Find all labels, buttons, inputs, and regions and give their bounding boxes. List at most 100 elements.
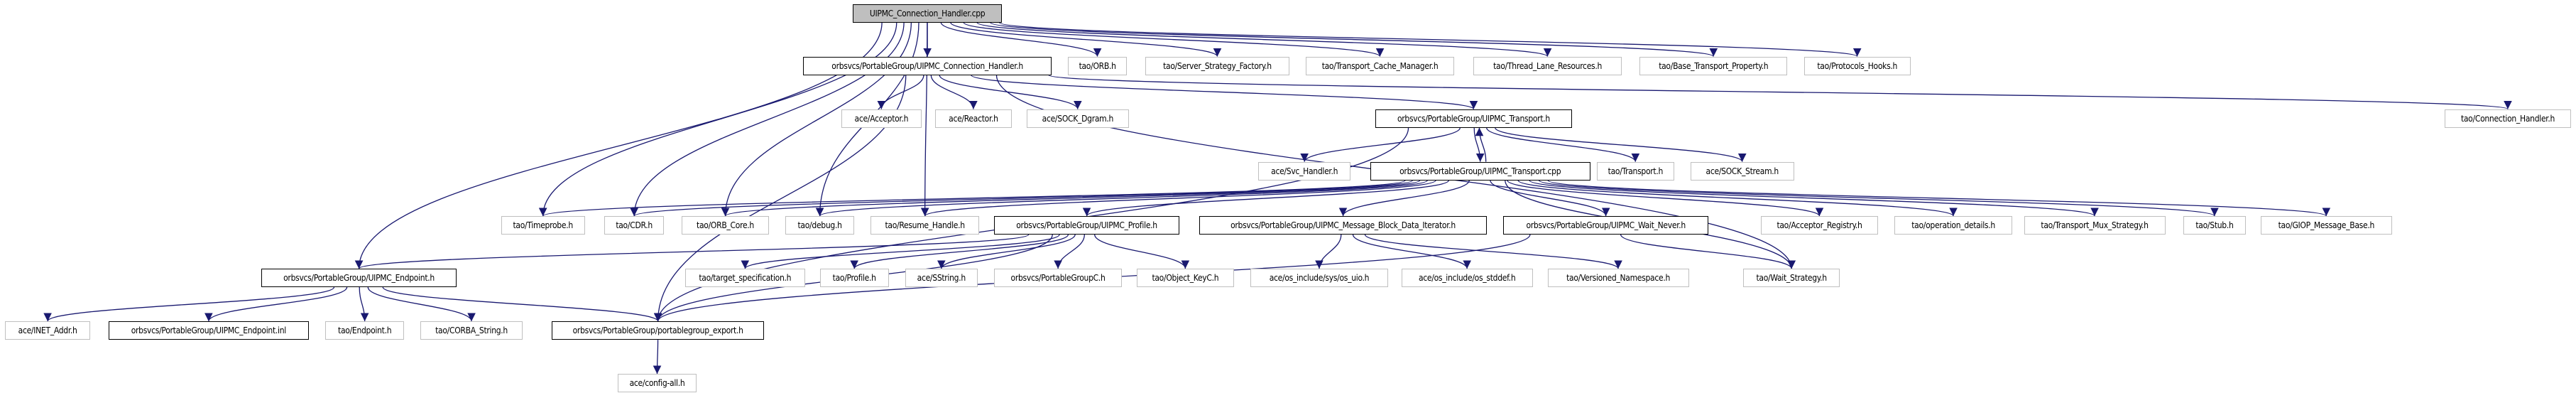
- graph-node-tao-orbcore[interactable]: tao/ORB_Core.h: [682, 215, 769, 235]
- node-label: tao/target_specification.h: [699, 273, 792, 284]
- graph-node-tao-transport[interactable]: tao/Transport.h: [1596, 161, 1674, 181]
- node-label: tao/debug.h: [797, 220, 842, 230]
- node-label: tao/CDR.h: [616, 220, 653, 230]
- edge-pg-transport-cpp-to-tao-timeprobe: [539, 180, 1406, 217]
- graph-node-tao-accreg[interactable]: tao/Acceptor_Registry.h: [1761, 215, 1878, 235]
- node-label: ace/SOCK_Stream.h: [1705, 166, 1779, 176]
- graph-node-tao-tms[interactable]: tao/Transport_Mux_Strategy.h: [2024, 215, 2166, 235]
- edge-pg-endpoint-h-to-tao-corbastr: [367, 286, 476, 322]
- graph-node-tao-corbastr[interactable]: tao/CORBA_String.h: [420, 321, 523, 340]
- node-label: orbsvcs/PortableGroup/UIPMC_Endpoint.h: [283, 273, 435, 284]
- node-label: ace/Acceptor.h: [854, 113, 909, 124]
- edge-pg-conn-h-to-tao-connh: [1048, 74, 2511, 110]
- node-label: tao/Base_Transport_Property.h: [1659, 60, 1769, 71]
- graph-node-ace-osuio[interactable]: ace/os_include/sys/os_uio.h: [1250, 269, 1389, 288]
- graph-node-ace-acceptor[interactable]: ace/Acceptor.h: [841, 109, 922, 128]
- node-label: tao/Profile.h: [832, 273, 876, 284]
- graph-node-pg-c-h[interactable]: orbsvcs/PortableGroupC.h: [993, 269, 1123, 288]
- node-label: tao/Thread_Lane_Resources.h: [1493, 60, 1603, 71]
- graph-node-tao-btp[interactable]: tao/Base_Transport_Property.h: [1639, 56, 1788, 75]
- graph-node-tao-resume[interactable]: tao/Resume_Handle.h: [871, 215, 979, 235]
- graph-node-tao-ph[interactable]: tao/Protocols_Hooks.h: [1803, 56, 1911, 75]
- graph-node-tao-tlr[interactable]: tao/Thread_Lane_Resources.h: [1473, 56, 1622, 75]
- graph-node-ace-configall[interactable]: ace/config-all.h: [617, 374, 697, 393]
- edge-pg-transport-cpp-to-tao-accreg: [1507, 180, 1824, 217]
- edge-pg-conn-h-to-ace-acceptor: [877, 75, 924, 109]
- edge-pg-transport-cpp-to-pg-transport-h: [1475, 127, 1487, 162]
- edge-pg-transport-h-to-pg-transport-cpp: [1473, 127, 1485, 162]
- edge-pg-waitnever-h-to-tao-waitstrat: [1620, 234, 1796, 269]
- graph-node-pg-export-h[interactable]: orbsvcs/PortableGroup/portablegroup_expo…: [552, 321, 764, 340]
- edge-pg-endpoint-h-to-ace-inetaddr: [43, 286, 335, 322]
- graph-node-ace-svch[interactable]: ace/Svc_Handler.h: [1258, 161, 1350, 181]
- graph-node-tao-vns[interactable]: tao/Versioned_Namespace.h: [1547, 269, 1689, 288]
- edge-pg-endpoint-h-to-tao-endpoint: [359, 287, 369, 322]
- edge-root-to-tao-tcm: [963, 21, 1385, 58]
- graph-node-tao-profile[interactable]: tao/Profile.h: [819, 269, 889, 288]
- node-label: tao/Acceptor_Registry.h: [1777, 220, 1862, 230]
- graph-node-ace-sockdgram[interactable]: ace/SOCK_Dgram.h: [1027, 109, 1129, 128]
- graph-node-pg-mbdi-h[interactable]: orbsvcs/PortableGroup/UIPMC_Message_Bloc…: [1199, 215, 1487, 235]
- graph-node-pg-profile-h[interactable]: orbsvcs/PortableGroup/UIPMC_Profile.h: [993, 215, 1180, 235]
- node-label: ace/Reactor.h: [949, 113, 998, 124]
- node-label: ace/Svc_Handler.h: [1271, 166, 1338, 176]
- edge-pg-conn-h-to-pg-transport-h: [971, 74, 1478, 110]
- graph-node-root[interactable]: UIPMC_Connection_Handler.cpp: [852, 4, 1003, 23]
- graph-node-tao-timeprobe[interactable]: tao/Timeprobe.h: [501, 215, 585, 235]
- edge-root-to-tao-orb: [940, 22, 1102, 57]
- node-label: tao/Protocols_Hooks.h: [1817, 60, 1898, 71]
- graph-node-pg-transport-h[interactable]: orbsvcs/PortableGroup/UIPMC_Transport.h: [1375, 109, 1573, 128]
- graph-node-tao-waitstrat[interactable]: tao/Wait_Strategy.h: [1742, 269, 1840, 288]
- node-label: tao/Connection_Handler.h: [2460, 113, 2555, 124]
- graph-node-pg-transport-cpp[interactable]: orbsvcs/PortableGroup/UIPMC_Transport.cp…: [1370, 161, 1590, 181]
- edge-pg-profile-h-to-pg-c-h: [1054, 234, 1085, 269]
- graph-node-ace-sstring[interactable]: ace/SString.h: [905, 269, 978, 288]
- graph-node-tao-ssf[interactable]: tao/Server_Strategy_Factory.h: [1145, 56, 1290, 75]
- node-label: tao/Resume_Handle.h: [885, 220, 965, 230]
- graph-node-tao-objkey[interactable]: tao/Object_KeyC.h: [1137, 269, 1234, 288]
- node-label: orbsvcs/PortableGroup/UIPMC_Wait_Never.h: [1526, 220, 1686, 230]
- graph-node-tao-opdet[interactable]: tao/operation_details.h: [1894, 215, 2013, 235]
- node-label: ace/config-all.h: [629, 378, 685, 389]
- edge-pg-profile-h-to-tao-objkey: [1094, 234, 1190, 269]
- edge-pg-profile-h-to-tao-profile: [850, 234, 1069, 269]
- edge-pg-transport-h-to-tao-transport: [1486, 127, 1640, 162]
- edge-root-to-tao-tlr: [976, 21, 1551, 58]
- edge-pg-profile-h-to-pg-endpoint-h: [355, 234, 1030, 269]
- edge-pg-transport-h-to-ace-svch: [1300, 127, 1461, 162]
- node-label: tao/Endpoint.h: [338, 326, 392, 336]
- edge-pg-transport-cpp-to-tao-giop: [1547, 180, 2330, 217]
- graph-node-tao-connh[interactable]: tao/Connection_Handler.h: [2444, 109, 2572, 128]
- node-label: tao/Server_Strategy_Factory.h: [1163, 60, 1272, 71]
- node-label: orbsvcs/PortableGroup/UIPMC_Transport.h: [1397, 113, 1550, 124]
- edge-pg-mbdi-h-to-tao-vns: [1364, 234, 1622, 269]
- graph-node-pg-conn-h[interactable]: orbsvcs/PortableGroup/UIPMC_Connection_H…: [803, 56, 1052, 75]
- edge-pg-mbdi-h-to-ace-osstddef: [1352, 234, 1471, 269]
- graph-node-tao-giop[interactable]: tao/GIOP_Message_Base.h: [2260, 215, 2392, 235]
- node-label: UIPMC_Connection_Handler.cpp: [869, 8, 986, 18]
- graph-node-tao-stub[interactable]: tao/Stub.h: [2183, 215, 2246, 235]
- node-label: tao/ORB.h: [1079, 60, 1116, 71]
- graph-node-ace-osstddef[interactable]: ace/os_include/os_stddef.h: [1401, 269, 1533, 288]
- edge-pg-conn-h-to-ace-sockdgram: [939, 75, 1082, 109]
- graph-node-ace-inetaddr[interactable]: ace/INET_Addr.h: [4, 321, 91, 340]
- graph-node-tao-cdr[interactable]: tao/CDR.h: [604, 215, 664, 235]
- graph-node-ace-sockstream[interactable]: ace/SOCK_Stream.h: [1690, 161, 1794, 181]
- edge-pg-endpoint-h-to-pg-export-h: [382, 286, 662, 322]
- graph-node-tao-orb[interactable]: tao/ORB.h: [1067, 56, 1128, 75]
- edge-pg-transport-cpp-to-tao-tms: [1529, 180, 2099, 217]
- node-label: orbsvcs/PortableGroup/UIPMC_Connection_H…: [831, 60, 1023, 71]
- node-label: orbsvcs/PortableGroup/UIPMC_Message_Bloc…: [1230, 220, 1456, 230]
- edge-pg-transport-cpp-to-tao-opdet: [1517, 180, 1958, 217]
- graph-node-pg-waitnever-h[interactable]: orbsvcs/PortableGroup/UIPMC_Wait_Never.h: [1503, 215, 1709, 235]
- graph-node-tao-endpoint[interactable]: tao/Endpoint.h: [325, 321, 405, 340]
- edge-pg-transport-cpp-to-tao-cdr: [630, 180, 1414, 217]
- graph-node-tao-debug[interactable]: tao/debug.h: [785, 215, 855, 235]
- graph-node-tao-targetspec[interactable]: tao/target_specification.h: [684, 269, 805, 288]
- graph-node-tao-tcm[interactable]: tao/Transport_Cache_Manager.h: [1306, 56, 1454, 75]
- graph-node-pg-endpoint-inl[interactable]: orbsvcs/PortableGroup/UIPMC_Endpoint.inl: [108, 321, 309, 340]
- graph-node-ace-reactor[interactable]: ace/Reactor.h: [934, 109, 1013, 128]
- graph-node-pg-endpoint-h[interactable]: orbsvcs/PortableGroup/UIPMC_Endpoint.h: [261, 269, 457, 288]
- edge-pg-profile-h-to-tao-targetspec: [741, 234, 1060, 269]
